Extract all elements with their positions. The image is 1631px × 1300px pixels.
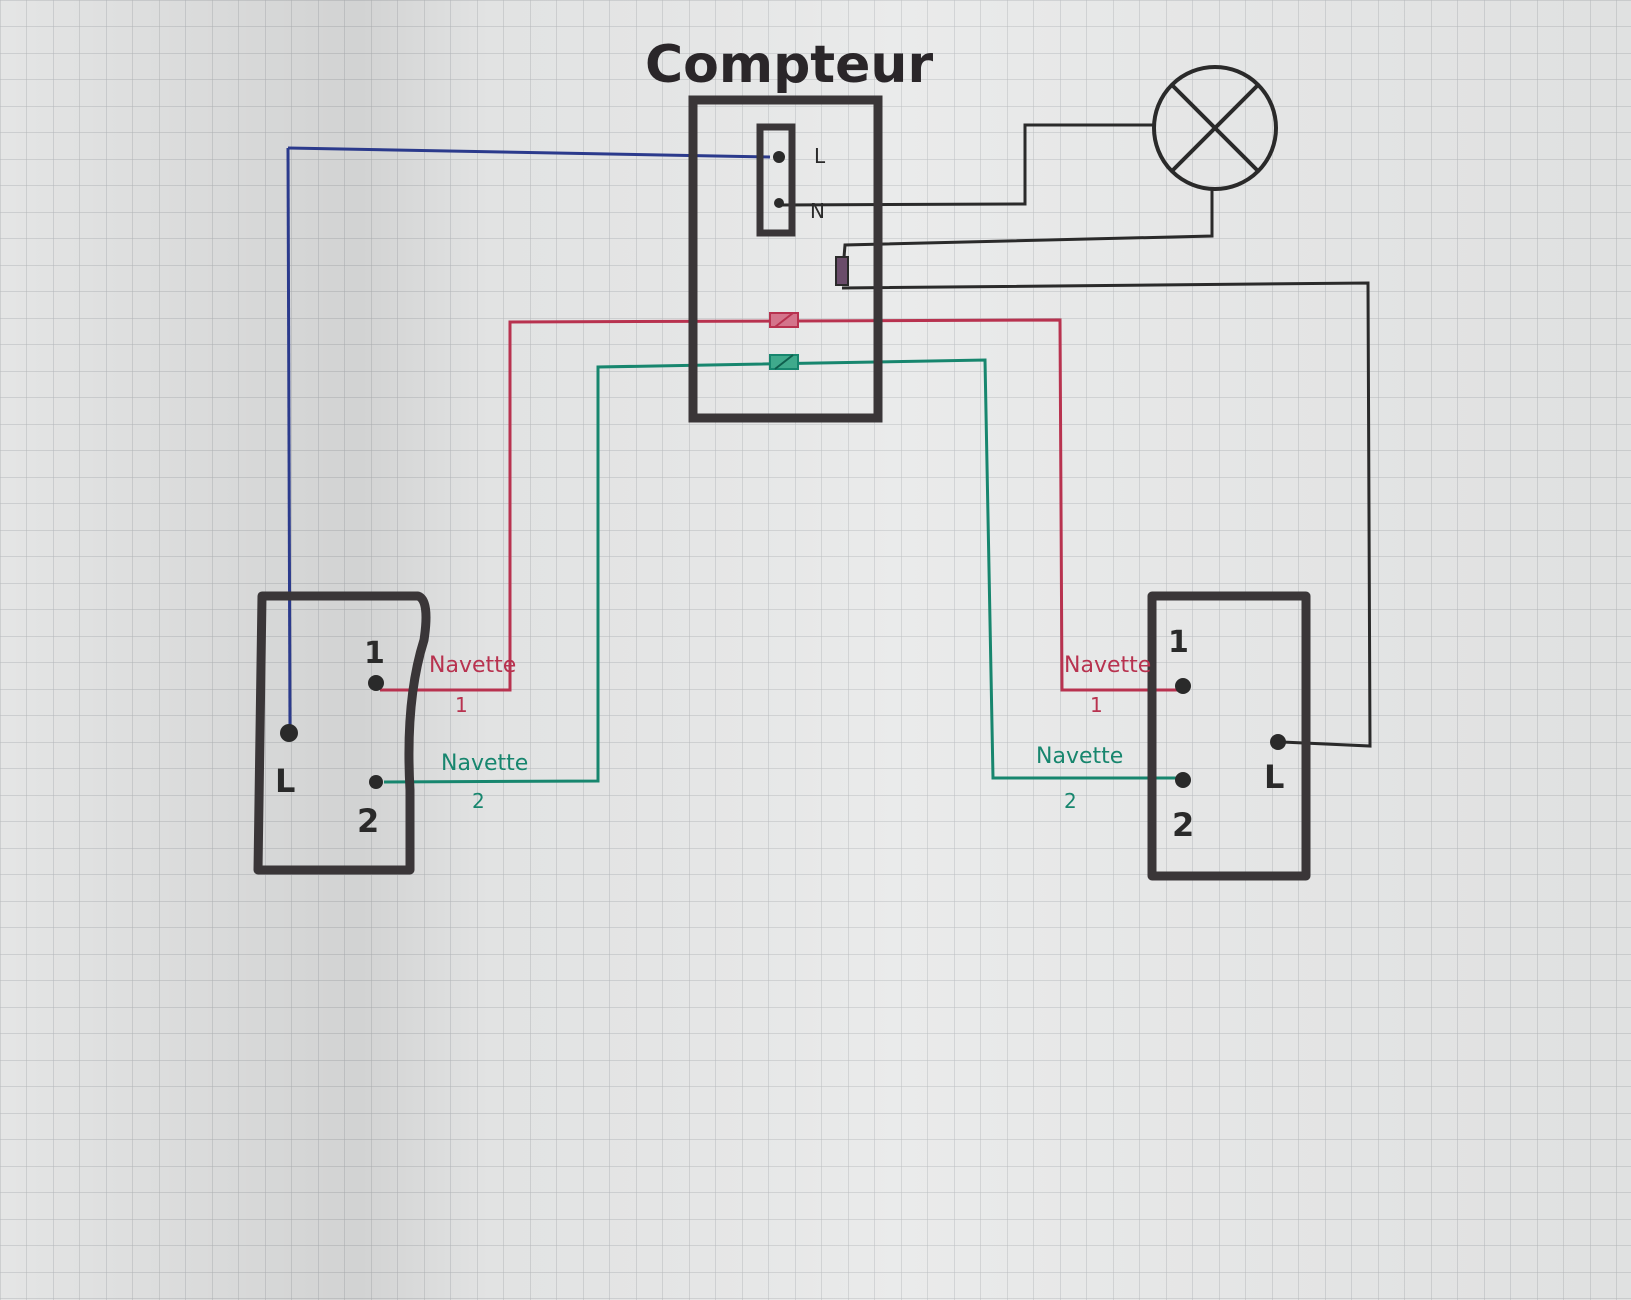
switch-right-navette-1-label: Navette	[1064, 653, 1151, 678]
connector-green	[769, 354, 799, 370]
switch-left: 1 2 L Navette 1 Navette 2	[253, 591, 528, 875]
meter-box: L N	[688, 95, 883, 423]
switch-right-terminal-1-label: 1	[1168, 625, 1189, 660]
switch-left-terminal-l-label: L	[275, 762, 295, 800]
switch-right-terminal-l-dot	[1270, 734, 1286, 750]
switch-right: 1 2 L Navette 1 Navette 2	[1036, 591, 1311, 881]
switch-left-navette-2-number: 2	[472, 789, 485, 813]
switch-left-terminal-l-dot	[280, 724, 298, 742]
neutral-to-lamp-wire	[779, 123, 1155, 207]
connector-red	[769, 312, 799, 328]
switch-right-terminal-1-dot	[1175, 678, 1191, 694]
meter-terminal-n-dot	[774, 198, 784, 208]
meter-terminal-l-label: L	[814, 144, 826, 168]
switch-right-terminal-l-label: L	[1264, 758, 1284, 796]
meter-terminal-l-dot	[773, 151, 785, 163]
switch-right-navette-1-number: 1	[1090, 693, 1103, 717]
lamp-icon	[1152, 65, 1278, 191]
return-wire-right-switch	[841, 281, 1372, 748]
switch-left-terminal-1-dot	[368, 675, 384, 691]
switch-left-terminal-2-dot	[369, 775, 383, 789]
switch-left-navette-1-number: 1	[455, 693, 468, 717]
switch-left-navette-2-label: Navette	[441, 751, 528, 776]
switch-left-navette-1-label: Navette	[429, 653, 516, 678]
connector-black	[835, 256, 849, 286]
switch-left-terminal-2-label: 2	[357, 802, 379, 840]
switch-right-terminal-2-label: 2	[1172, 806, 1194, 844]
switch-right-navette-2-label: Navette	[1036, 744, 1123, 769]
phase-wire-drop	[286, 147, 292, 731]
meter-terminal-n-label: N	[810, 199, 825, 223]
meter-terminal-block	[756, 123, 796, 237]
switch-right-navette-2-number: 2	[1064, 789, 1077, 813]
switch-right-terminal-2-dot	[1175, 772, 1191, 788]
diagram-title: Compteur	[645, 35, 933, 95]
switch-left-terminal-1-label: 1	[364, 636, 385, 671]
